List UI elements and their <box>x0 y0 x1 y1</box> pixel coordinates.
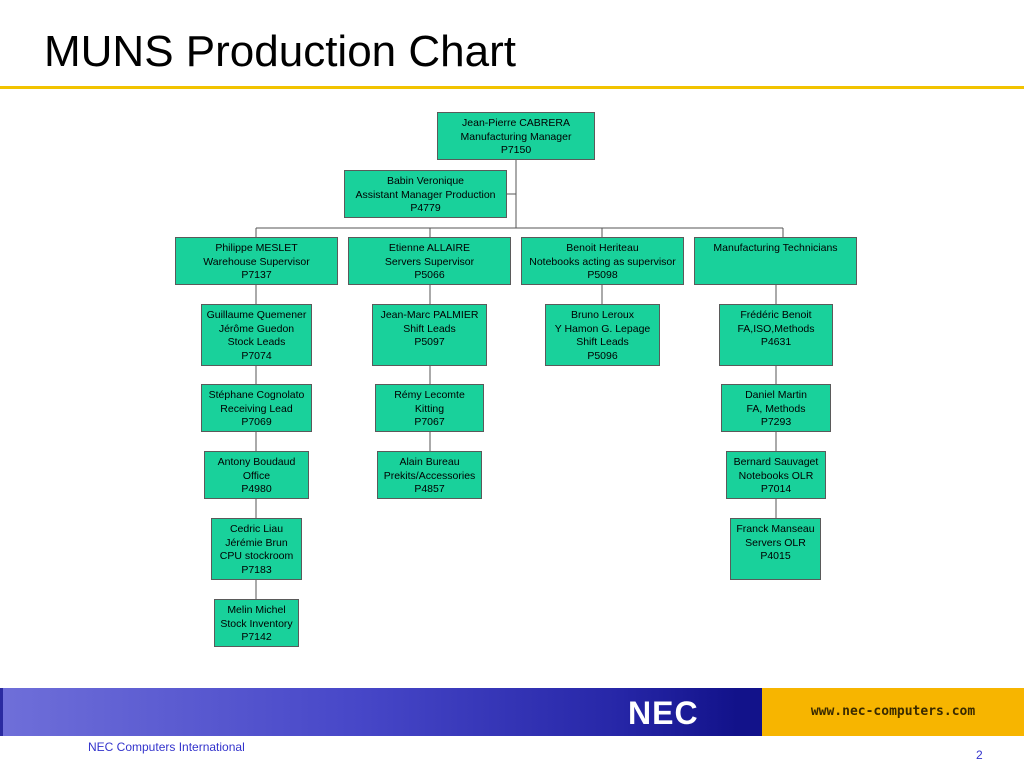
org-box-receiving-lead: Stéphane Cognolato Receiving Lead P7069 <box>201 384 312 432</box>
org-box-line: Guillaume Quemener <box>206 309 307 321</box>
org-box-line: Jean-Marc PALMIER <box>380 309 479 321</box>
org-box-line: Bruno Leroux <box>570 309 635 321</box>
org-box-line: Stock Leads <box>227 336 286 348</box>
org-box-line: Cedric Liau <box>229 523 284 535</box>
org-box-line: Rémy Lecomte <box>394 389 465 401</box>
org-box-line: Office <box>242 469 271 482</box>
org-box-line: Jérémie Brun <box>225 536 288 549</box>
org-box-line: P7293 <box>760 416 792 428</box>
org-box-line: Bernard Sauvaget <box>733 456 819 468</box>
org-box-line: Receiving Lead <box>220 402 293 415</box>
org-box-line: Y Hamon G. Lepage <box>554 322 651 335</box>
org-box-notebooks-shift-leads: Bruno Leroux Y Hamon G. Lepage Shift Lea… <box>545 304 660 366</box>
org-box-manager: Jean-Pierre CABRERA Manufacturing Manage… <box>437 112 595 160</box>
org-box-line: P7137 <box>241 269 272 281</box>
org-box-stock-leads: Guillaume Quemener Jérôme Guedon Stock L… <box>201 304 312 366</box>
org-box-line: Antony Boudaud <box>217 456 296 468</box>
nec-logo: NEC <box>628 695 699 731</box>
org-box-line: P7067 <box>414 416 445 428</box>
org-box-line: P4015 <box>760 550 791 562</box>
website-panel: www.nec-computers.com <box>762 688 1024 736</box>
org-box-line: CPU stockroom <box>219 550 294 562</box>
footer-band-edge <box>0 688 3 736</box>
org-box-line: Servers Supervisor <box>384 255 475 268</box>
org-box-assistant-id: P4779 <box>410 202 441 214</box>
org-box-fa-methods: Daniel Martin FA, Methods P7293 <box>721 384 831 432</box>
org-box-line: P5096 <box>587 349 618 362</box>
org-box-prekits-accessories: Alain Bureau Prekits/Accessories P4857 <box>377 451 482 499</box>
org-box-line: Warehouse Supervisor <box>203 255 310 268</box>
footer-company-name: NEC Computers International <box>88 740 245 754</box>
org-box-servers-olr: Franck Manseau Servers OLR P4015 <box>730 518 821 580</box>
org-box-line: P7142 <box>241 631 272 643</box>
org-box-line: Stock Inventory <box>220 617 293 630</box>
org-box-line: P4980 <box>241 483 272 495</box>
org-box-line: Franck Manseau <box>736 523 815 535</box>
org-box-line: FA, Methods <box>746 402 806 415</box>
org-box-line: P7183 <box>241 563 272 576</box>
org-box-office: Antony Boudaud Office P4980 <box>204 451 309 499</box>
org-box-line: Daniel Martin <box>745 389 807 401</box>
org-box-warehouse-supervisor: Philippe MESLET Warehouse Supervisor P71… <box>175 237 338 285</box>
title-divider <box>0 86 1024 89</box>
org-box-servers-supervisor: Etienne ALLAIRE Servers Supervisor P5066 <box>348 237 511 285</box>
org-box-assistant-role: Assistant Manager Production <box>355 188 496 201</box>
org-box-manager-name: Jean-Pierre CABRERA <box>462 117 570 129</box>
org-box-line: Prekits/Accessories <box>383 469 476 482</box>
org-box-line: Stéphane Cognolato <box>208 389 305 401</box>
connector-lines <box>255 160 784 599</box>
org-box-line: P7014 <box>760 483 792 495</box>
org-box-notebooks-supervisor: Benoit Heriteau Notebooks acting as supe… <box>521 237 684 285</box>
org-box-line: FA,ISO,Methods <box>737 322 815 335</box>
org-box-line: Etienne ALLAIRE <box>388 242 471 254</box>
org-box-line: Melin Michel <box>227 604 286 616</box>
org-box-line: P5097 <box>414 336 445 348</box>
org-box-line: Jérôme Guedon <box>218 322 295 335</box>
org-box-line: Shift Leads <box>576 336 629 348</box>
slide-title: MUNS Production Chart <box>44 27 516 76</box>
org-box-line: Manufacturing Technicians <box>713 242 838 254</box>
org-box-manager-role: Manufacturing Manager <box>460 130 572 143</box>
org-chart: Jean-Pierre CABRERA Manufacturing Manage… <box>175 112 857 647</box>
org-box-notebooks-olr: Bernard Sauvaget Notebooks OLR P7014 <box>726 451 826 499</box>
org-box-manufacturing-technicians: Manufacturing Technicians <box>694 237 857 285</box>
org-box-kitting: Rémy Lecomte Kitting P7067 <box>375 384 484 432</box>
org-box-line: P7074 <box>241 349 272 362</box>
org-box-line: P4631 <box>760 336 792 348</box>
org-box-line: Servers OLR <box>745 536 806 549</box>
org-box-servers-shift-leads: Jean-Marc PALMIER Shift Leads P5097 <box>372 304 487 366</box>
org-box-line: Alain Bureau <box>399 456 460 468</box>
org-box-line: Shift Leads <box>403 322 456 335</box>
org-box-line: Kitting <box>414 402 445 415</box>
org-box-line: Philippe MESLET <box>215 242 298 254</box>
org-box-line: Benoit Heriteau <box>566 242 639 254</box>
org-box-stock-inventory: Melin Michel Stock Inventory P7142 <box>214 599 299 647</box>
page-number: 2 <box>976 748 983 762</box>
org-box-fa-iso-methods: Frédéric Benoit FA,ISO,Methods P4631 <box>719 304 833 366</box>
org-box-line: Notebooks acting as supervisor <box>529 255 676 268</box>
org-box-cpu-stockroom: Cedric Liau Jérémie Brun CPU stockroom P… <box>211 518 302 580</box>
website-url: www.nec-computers.com <box>810 704 976 719</box>
org-box-manager-id: P7150 <box>500 144 532 156</box>
org-box-assistant-name: Babin Veronique <box>386 175 465 187</box>
org-box-line: P7069 <box>241 416 272 428</box>
org-box-line: P5098 <box>587 269 618 281</box>
org-box-line: P4857 <box>414 483 445 495</box>
org-box-assistant: Babin Veronique Assistant Manager Produc… <box>344 170 507 218</box>
org-box-line: Frédéric Benoit <box>740 309 812 321</box>
org-box-line: Notebooks OLR <box>738 469 814 482</box>
org-box-line: P5066 <box>414 269 445 281</box>
